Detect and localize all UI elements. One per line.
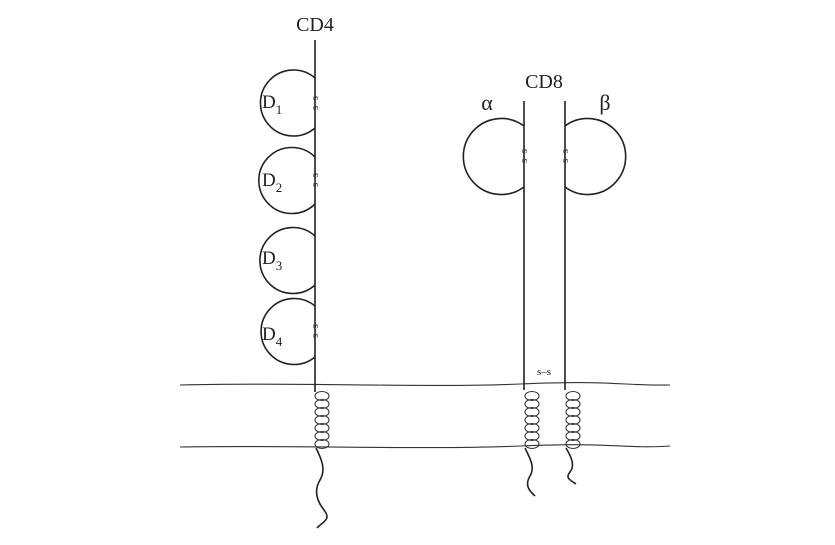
- cd8-alpha-cytoplasmic-tail: [524, 447, 536, 497]
- cd8-molecule: CD8 α β s–s s–s s–s: [462, 71, 627, 497]
- cd4-domain-2-disulfide: s–s: [309, 173, 321, 187]
- cd8-interchain-disulfide: s–s: [537, 366, 551, 378]
- cd4-cytoplasmic-tail: [315, 447, 328, 529]
- cd8-alpha-disulfide: s–s: [518, 149, 530, 163]
- cd4-domain-3-label: D3: [262, 248, 282, 273]
- cd8-beta-disulfide: s–s: [559, 149, 571, 163]
- cd8-beta-domain-circle: [564, 117, 627, 196]
- cd8-alpha-transmembrane-helix: [524, 390, 540, 450]
- cd4-domain-2-label: D2: [262, 170, 282, 195]
- cd4-domain-1-circle: [259, 69, 316, 137]
- membrane-inner-line: [179, 444, 671, 449]
- cd4-domain-1-disulfide: s–s: [309, 96, 321, 110]
- cell-membrane: [179, 382, 671, 449]
- membrane-outer-line: [179, 382, 671, 386]
- cd8-title: CD8: [525, 71, 563, 93]
- cd4-domain-2-circle: [258, 146, 316, 215]
- cd4-domain-4-disulfide: s–s: [309, 324, 321, 338]
- cd4-title: CD4: [296, 14, 334, 36]
- cd8-beta-cytoplasmic-tail: [565, 447, 577, 485]
- cd8-alpha-label: α: [481, 90, 493, 115]
- cd4-domain-1-label: D1: [262, 92, 282, 117]
- cd4-domain-4-label: D4: [262, 324, 283, 349]
- cd8-beta-label: β: [599, 90, 610, 115]
- cd4-transmembrane-helix: [314, 390, 330, 450]
- cd4-domain-4-circle: [260, 297, 316, 366]
- cd4-domain-3-circle: [259, 226, 316, 295]
- cd8-alpha-domain-circle: [462, 117, 525, 196]
- cd4-molecule: CD4 D1 s–s D2 s–s D3 D4 s–s: [258, 14, 334, 529]
- cd8-beta-transmembrane-helix: [565, 390, 581, 450]
